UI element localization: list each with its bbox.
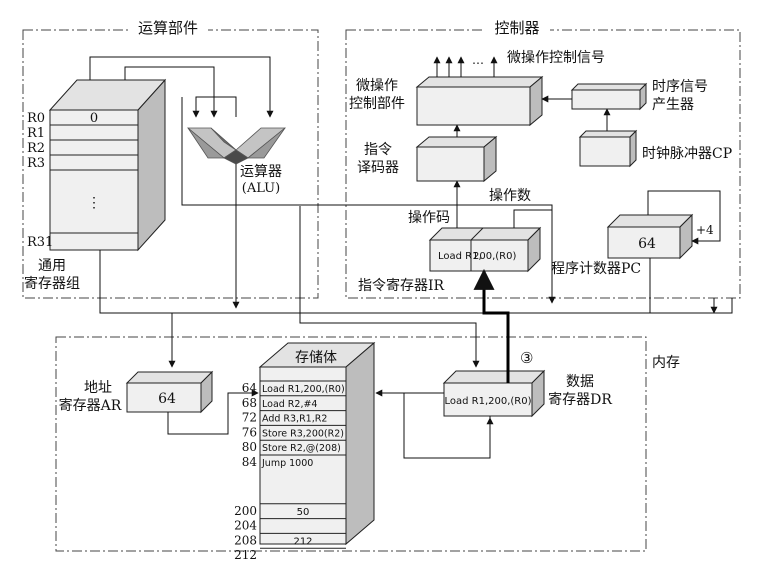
controller-frame xyxy=(345,29,741,299)
register-r0-value: 0 xyxy=(90,111,98,126)
ir-label: 指令寄存器IR xyxy=(358,277,445,294)
connection-lines xyxy=(89,56,733,459)
controller-title: 控制器 xyxy=(494,19,539,37)
memory-address: 204 xyxy=(234,519,257,533)
clock-box xyxy=(578,129,638,168)
alu-label-2: (ALU) xyxy=(242,181,280,196)
register-label-r31: R31 xyxy=(27,235,53,250)
storage-title: 存储体 xyxy=(295,350,337,366)
register-group-label-1: 通用 xyxy=(38,258,66,274)
memory-content: Jump 1000 xyxy=(261,458,313,469)
micro-op-box xyxy=(415,75,544,127)
register-label-r1: R1 xyxy=(27,126,45,141)
ar-label-1: 地址 xyxy=(84,380,112,396)
ar-label-2: 寄存器AR xyxy=(59,397,122,414)
memory-content: Store R3,200(R2) xyxy=(262,428,344,439)
alu-unit-title: 运算部件 xyxy=(138,19,198,37)
memory-frame xyxy=(55,336,647,552)
register-label-r2: R2 xyxy=(27,141,45,156)
micro-op-label-2: 控制部件 xyxy=(349,96,405,112)
memory-content: 50 xyxy=(297,507,310,518)
register-label-r0: R0 xyxy=(27,111,45,126)
register-file xyxy=(48,78,167,252)
address-register-box xyxy=(125,370,214,414)
register-group-label-2: 寄存器组 xyxy=(24,275,80,292)
alu-label-1: 运算器 xyxy=(240,164,282,180)
alu-shape xyxy=(186,127,287,165)
register-ellipsis: ⋮ xyxy=(87,195,101,211)
dr-label-1: 数据 xyxy=(566,374,594,390)
memory-content: Load R2,#4 xyxy=(262,399,317,410)
memory-title: 内存 xyxy=(652,355,680,371)
ar-value: 64 xyxy=(158,391,176,407)
pc-value: 64 xyxy=(638,236,656,252)
instruction-register-box xyxy=(428,226,542,273)
ir-opcode-content: Load R1, xyxy=(438,251,482,262)
micro-op-label-1: 微操作 xyxy=(356,78,398,94)
timing-generator-label-2: 产生器 xyxy=(652,97,694,113)
operand-label: 操作数 xyxy=(489,188,531,204)
signals-ellipsis: … xyxy=(472,53,484,67)
timing-generator-label-1: 时序信号 xyxy=(652,79,708,95)
opcode-label: 操作码 xyxy=(408,210,450,226)
data-register-box xyxy=(442,369,546,418)
program-counter-box xyxy=(606,213,694,260)
dr-to-ir-path xyxy=(473,268,510,383)
decoder-label-2: 译码器 xyxy=(357,160,399,176)
memory-address: 80 xyxy=(242,440,257,454)
decoder-label-1: 指令 xyxy=(364,142,392,158)
dr-label-2: 寄存器DR xyxy=(548,391,612,408)
memory-address: 72 xyxy=(242,411,257,425)
ir-operand-content: 200,(R0) xyxy=(473,251,516,262)
memory-address: 76 xyxy=(242,425,257,439)
clock-label: 时钟脉冲器CP xyxy=(642,145,732,162)
dr-value: Load R1,200,(R0) xyxy=(444,396,531,407)
memory-content: 212 xyxy=(293,536,312,547)
memory-content: Load R1,200,(R0) xyxy=(262,384,345,395)
register-label-r3: R3 xyxy=(27,156,45,171)
pc-increment: +4 xyxy=(696,223,714,237)
memory-content: Store R2,@(208) xyxy=(262,443,341,454)
memory-address: 200 xyxy=(234,504,257,518)
memory-content: Add R3,R1,R2 xyxy=(262,414,327,425)
pc-increment-loop xyxy=(647,190,721,245)
decoder-box xyxy=(415,135,498,183)
memory-address: 212 xyxy=(234,548,257,562)
memory-address: 208 xyxy=(234,533,257,547)
micro-op-signal-arrows xyxy=(433,56,498,77)
pc-label: 程序计数器PC xyxy=(551,261,641,277)
memory-address: 68 xyxy=(242,396,257,410)
micro-op-signals-label: 微操作控制信号 xyxy=(507,50,605,66)
step-marker: ③ xyxy=(520,349,533,367)
memory-address: 84 xyxy=(242,455,258,469)
timing-generator-box xyxy=(570,82,648,111)
